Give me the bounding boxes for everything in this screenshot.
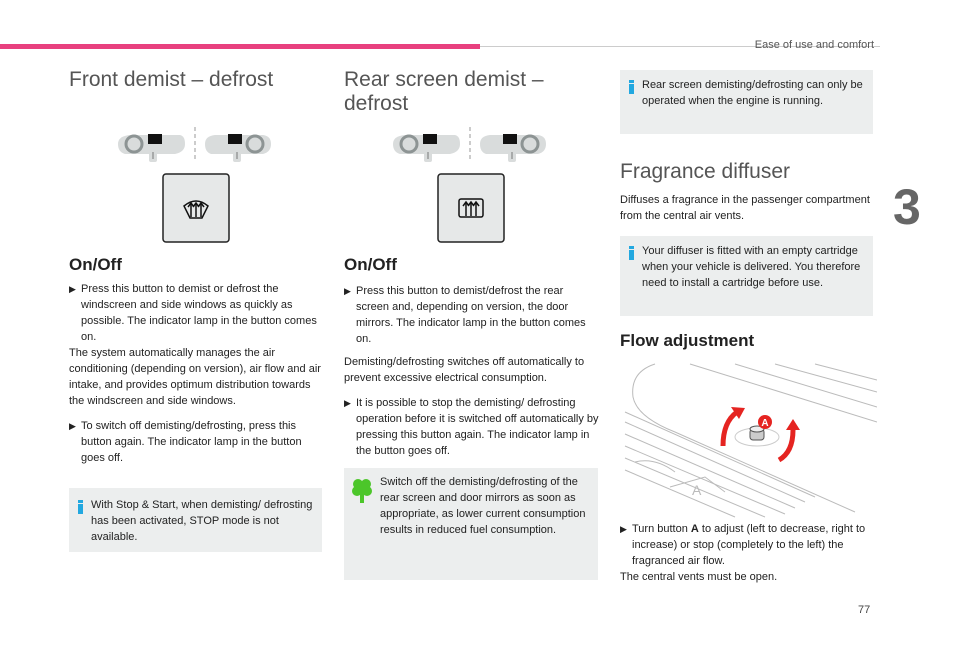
eco-tip-text: Switch off the demisting/defrosting of t… (380, 476, 586, 536)
info-icon (629, 80, 634, 94)
chapter-number: 3 (893, 179, 921, 235)
eco-tree-icon (352, 479, 372, 503)
eco-tip-box: Switch off the demisting/defrosting of t… (344, 468, 598, 580)
cartridge-info-text: Your diffuser is fitted with an empty ca… (642, 245, 861, 289)
bullet-icon: ▶ (620, 524, 627, 534)
flow-instruction: ▶Turn button A to adjust (left to decrea… (620, 523, 866, 567)
rear-demist-title: Rear screen demist – defrost (344, 68, 544, 115)
rotate-left-arrow-icon (720, 409, 739, 447)
front-instruction-1: ▶Press this button to demist or defrost … (69, 283, 317, 343)
front-on-off-heading: On/Off (69, 255, 122, 274)
engine-info-box: Rear screen demisting/defrosting can onl… (620, 70, 873, 134)
rear-paragraph: Demisting/defrosting switches off automa… (344, 356, 585, 384)
front-paragraph: The system automatically manages the air… (69, 347, 321, 407)
rear-instruction-2: ▶It is possible to stop the demisting/ d… (344, 397, 599, 457)
rear-on-off-heading: On/Off (344, 255, 397, 274)
front-instruction-2: ▶To switch off demisting/defrosting, pre… (69, 420, 302, 464)
section-title: Ease of use and comfort (754, 39, 874, 51)
bullet-icon: ▶ (69, 284, 76, 294)
dashboard-rhd-icon (205, 134, 271, 162)
fragrance-diffuser-illustration: A A (615, 362, 878, 523)
header-rule (480, 46, 880, 47)
front-defrost-illustration (115, 122, 275, 249)
front-demist-title: Front demist – defrost (69, 68, 274, 91)
info-icon (629, 246, 634, 260)
vents-note: The central vents must be open. (620, 571, 778, 583)
rear-defrost-icon (458, 198, 484, 218)
fragrance-description: Diffuses a fragrance in the passenger co… (620, 194, 870, 222)
flow-adjustment-heading: Flow adjustment (620, 331, 755, 350)
rear-instruction-1: ▶Press this button to demist/defrost the… (344, 285, 586, 345)
front-defrost-icon (183, 200, 209, 219)
bullet-icon: ▶ (69, 421, 76, 431)
header-accent-bar (0, 44, 480, 49)
bullet-icon: ▶ (344, 398, 351, 408)
front-info-box: With Stop & Start, when demisting/ defro… (69, 488, 322, 552)
label-a: A (761, 418, 768, 429)
rear-defrost-illustration (390, 122, 550, 249)
fragrance-title: Fragrance diffuser (620, 160, 791, 183)
svg-text:A: A (692, 482, 702, 498)
bullet-icon: ▶ (344, 286, 351, 296)
diffuser-knob-icon (749, 425, 765, 441)
dashboard-rhd-icon (480, 134, 546, 162)
dashboard-lhd-icon (393, 134, 460, 162)
label-a-badge (758, 415, 772, 429)
page-number: 77 (858, 604, 871, 616)
info-icon (78, 500, 83, 514)
front-info-text: With Stop & Start, when demisting/ defro… (91, 499, 313, 543)
rotate-right-arrow-icon (777, 429, 796, 463)
engine-info-text: Rear screen demisting/defrosting can onl… (642, 79, 863, 107)
dashboard-lhd-icon (118, 134, 185, 162)
cartridge-info-box: Your diffuser is fitted with an empty ca… (620, 236, 873, 316)
